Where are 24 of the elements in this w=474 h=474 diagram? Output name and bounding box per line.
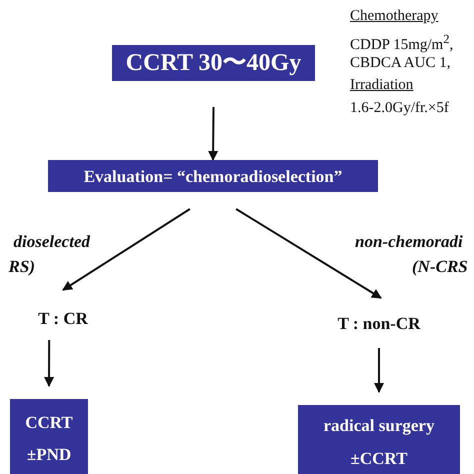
outcome-label: T : non-CR bbox=[330, 311, 428, 335]
box-text: Evaluation= “chemoradioselection” bbox=[84, 168, 342, 184]
branch-label: RS) bbox=[8, 258, 35, 275]
branch-label: dioselected bbox=[14, 233, 90, 250]
arrow bbox=[374, 348, 384, 393]
outcome-label: T : CR bbox=[30, 306, 96, 330]
branch-label: (N-CRS bbox=[412, 258, 468, 275]
process-box bbox=[48, 160, 378, 192]
process-box bbox=[10, 399, 88, 474]
arrow bbox=[62, 208, 190, 291]
box-text: radical surgery ±CCRT bbox=[322, 415, 436, 470]
box-text: CCRT 30〜40Gy bbox=[126, 51, 302, 75]
section-heading: Chemotherapy bbox=[350, 9, 438, 24]
process-box bbox=[298, 405, 460, 474]
arrow bbox=[208, 106, 218, 161]
box-text: CCRT ±PND bbox=[24, 412, 74, 466]
section-heading: Irradiation bbox=[350, 78, 414, 93]
dose-text: CBDCA AUC 1, bbox=[350, 56, 450, 71]
dose-text: CDDP 15mg/m$^{2}$, bbox=[350, 33, 454, 53]
branch-label: non-chemoradi bbox=[355, 233, 463, 250]
process-box bbox=[112, 45, 315, 81]
arrow bbox=[44, 340, 54, 387]
arrow bbox=[236, 208, 382, 299]
dose-text: 1.6-2.0Gy/fr.×5f bbox=[350, 101, 449, 116]
